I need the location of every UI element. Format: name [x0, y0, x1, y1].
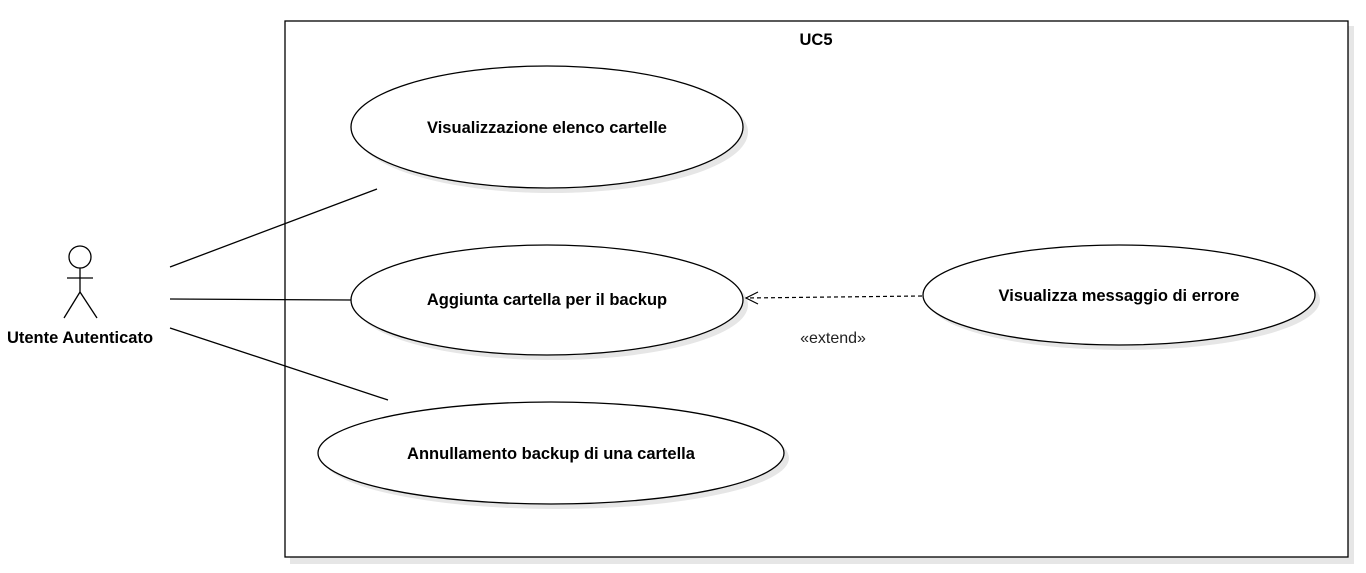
actor-left-leg — [63, 291, 81, 319]
extend-label: «extend» — [800, 330, 866, 347]
use-case-label: Aggiunta cartella per il backup — [427, 291, 667, 309]
use-case-visualizza-messaggio-errore[interactable]: Visualizza messaggio di errore — [922, 244, 1320, 350]
use-case-annullamento-backup[interactable]: Annullamento backup di una cartella — [317, 401, 789, 509]
system-title: UC5 — [799, 31, 832, 49]
association-aggiunta[interactable] — [169, 298, 352, 301]
use-case-label: Visualizzazione elenco cartelle — [427, 119, 667, 137]
association-annullamento[interactable] — [169, 327, 389, 401]
use-case-ellipse — [317, 401, 785, 505]
extend-relationship[interactable] — [745, 295, 923, 299]
use-case-aggiunta-cartella-backup[interactable]: Aggiunta cartella per il backup — [350, 244, 748, 360]
use-case-visualizzazione-elenco-cartelle[interactable]: Visualizzazione elenco cartelle — [350, 65, 748, 193]
use-case-label: Visualizza messaggio di errore — [999, 287, 1240, 305]
use-case-label: Annullamento backup di una cartella — [407, 445, 696, 463]
use-case-ellipse — [922, 244, 1316, 346]
association-visualizzazione[interactable] — [169, 188, 378, 268]
actor-label: Utente Autenticato — [7, 329, 153, 347]
actor-right-leg — [79, 291, 98, 319]
actor-utente-autenticato[interactable] — [63, 245, 98, 319]
actor-head — [68, 245, 92, 269]
use-case-ellipse — [350, 65, 744, 189]
extend-arrowhead — [744, 291, 759, 305]
